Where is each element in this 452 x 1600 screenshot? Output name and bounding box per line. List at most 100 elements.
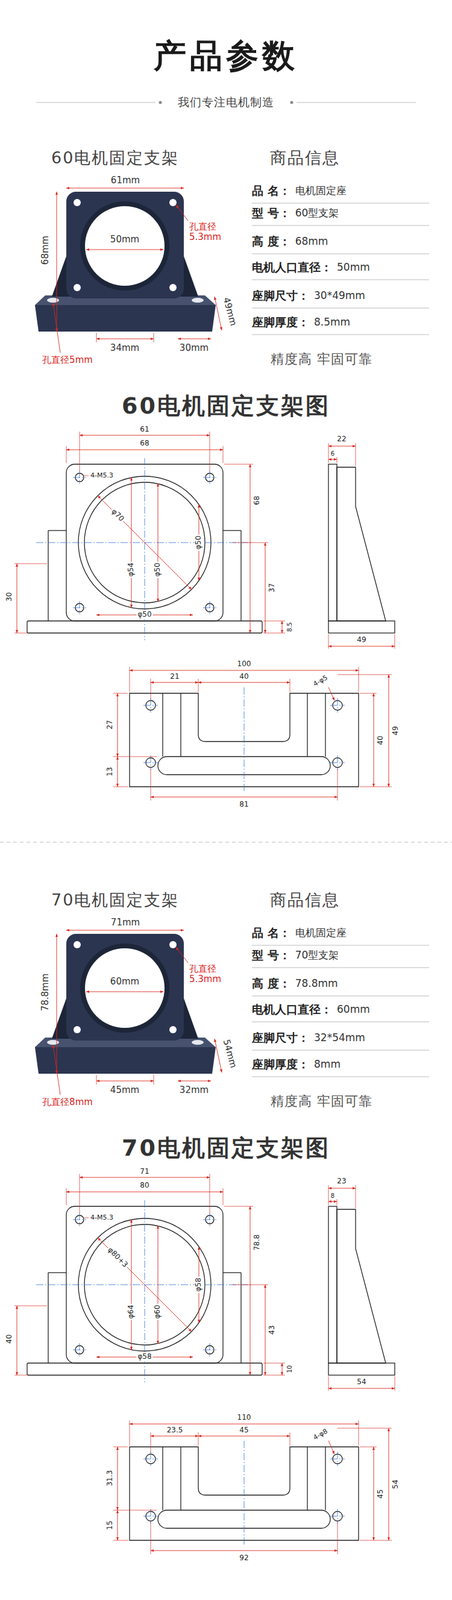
hole-callout: 孔直径 5.3mm: [189, 221, 220, 243]
extension-line: [355, 442, 357, 466]
hole-center-line: [79, 470, 81, 484]
rule-line: [251, 995, 430, 997]
dimension-label: 45: [239, 1425, 249, 1435]
hole-center-line: [337, 755, 339, 770]
spec-label: 电机人口直径：: [251, 260, 333, 275]
extension-line: [224, 1205, 254, 1207]
base-front-face: [34, 304, 216, 332]
spec-value: 8mm: [313, 1058, 341, 1071]
dimension-line: [117, 1446, 119, 1510]
dimension-line: [96, 338, 154, 340]
rule-dot: [290, 101, 294, 105]
extension-line: [14, 1305, 48, 1306]
dimension-label: 23.5: [166, 1425, 184, 1435]
dimension-label: 61: [139, 425, 149, 434]
bore-bevel: [80, 201, 170, 291]
rule-line: [36, 102, 156, 104]
dimension-label: 13: [106, 766, 115, 776]
bottom-view: [113, 1419, 392, 1554]
section-heading: 70电机固定支架: [51, 890, 179, 909]
extension-line: [198, 1431, 199, 1446]
dimension-line: [117, 693, 119, 757]
rib-outline: [162, 693, 163, 757]
extension-line: [289, 1431, 291, 1446]
subtitle: 我们专注电机制造: [177, 95, 275, 110]
extension-line: [198, 678, 199, 692]
page-title: 产品参数: [153, 37, 299, 75]
extension-line: [209, 1173, 211, 1214]
extension-line: [83, 1217, 89, 1218]
dimension-line: [177, 1080, 211, 1082]
extension-line: [113, 786, 129, 788]
dimension-label: 45mm: [110, 1084, 140, 1096]
dimension-line: [373, 1446, 375, 1540]
dimension-label: 6: [330, 450, 335, 458]
mount-plate: [66, 933, 184, 1041]
extension-line: [153, 1074, 155, 1085]
spec-value: 30*49mm: [313, 289, 366, 302]
dimension-line: [150, 1435, 199, 1437]
spec-value: 70型支架: [295, 949, 340, 962]
spec-value: 32*54mm: [313, 1031, 366, 1044]
spec-value: 电机固定座: [295, 185, 347, 198]
extension-line: [66, 445, 67, 463]
plate-hole: [73, 940, 81, 948]
dimension-line: [388, 674, 390, 787]
motor-bore: [84, 947, 165, 1028]
dimension-line: [388, 1427, 390, 1540]
rule-line: [251, 225, 430, 226]
hole-center-line: [79, 1212, 81, 1226]
side-foot: [328, 1362, 395, 1375]
leader-line: [53, 1044, 61, 1095]
extension-line: [337, 1427, 392, 1429]
dimension-line: [265, 542, 266, 633]
hole-callout: 4-φ5: [312, 673, 330, 689]
dimension-label: φ80+3: [104, 1244, 130, 1270]
dimension-line: [117, 1509, 119, 1540]
drawing-heading: 70电机固定支架图: [121, 1134, 331, 1162]
side-rib: [336, 467, 386, 621]
hole-center-line: [150, 1451, 152, 1466]
extension-line: [336, 1198, 338, 1205]
spec-value: 8.5mm: [313, 316, 351, 329]
hole-callout: 4-φ8: [312, 1427, 330, 1442]
hole-center-line: [150, 1508, 152, 1523]
dimension-label: 110: [237, 1413, 252, 1422]
dimension-line: [214, 1038, 222, 1073]
spec-label: 品 名：: [251, 184, 291, 198]
dimension-line: [86, 991, 164, 992]
bracket-section: [14, 929, 430, 1391]
dimension-label: 43: [268, 1324, 277, 1334]
extension-line: [289, 678, 291, 692]
dimension-line: [56, 191, 58, 332]
leader-line: [175, 946, 189, 963]
extension-line: [355, 1184, 357, 1208]
dimension-label: 8.5: [286, 621, 294, 632]
dimension-line: [265, 1284, 266, 1375]
dimension-line: [198, 682, 290, 683]
rule-line: [251, 279, 430, 281]
extension-line: [96, 332, 98, 343]
dimension-label: 78.8mm: [40, 973, 51, 1012]
extension-line: [113, 693, 128, 694]
hole-center-line: [209, 600, 211, 615]
hole-callout: 孔直径5mm: [42, 354, 93, 366]
foot-hole: [191, 1039, 204, 1045]
dimension-line: [131, 1219, 132, 1350]
extension-line: [150, 768, 152, 801]
dimension-line: [328, 459, 337, 460]
dimension-line: [66, 188, 184, 189]
dimension-line: [250, 1205, 251, 1375]
rule-line: [251, 967, 430, 968]
section-heading: 60电机固定支架: [51, 148, 179, 167]
dimension-line: [328, 1201, 337, 1202]
foot-hole: [47, 1039, 60, 1045]
dimension-line: [177, 338, 211, 340]
dimension-line: [96, 1080, 154, 1082]
hole-center-line: [209, 1212, 211, 1226]
spec-label: 型 号：: [251, 206, 291, 220]
hole-center-line: [337, 1508, 339, 1523]
extension-line: [337, 1521, 339, 1554]
motor-bore: [84, 206, 165, 286]
